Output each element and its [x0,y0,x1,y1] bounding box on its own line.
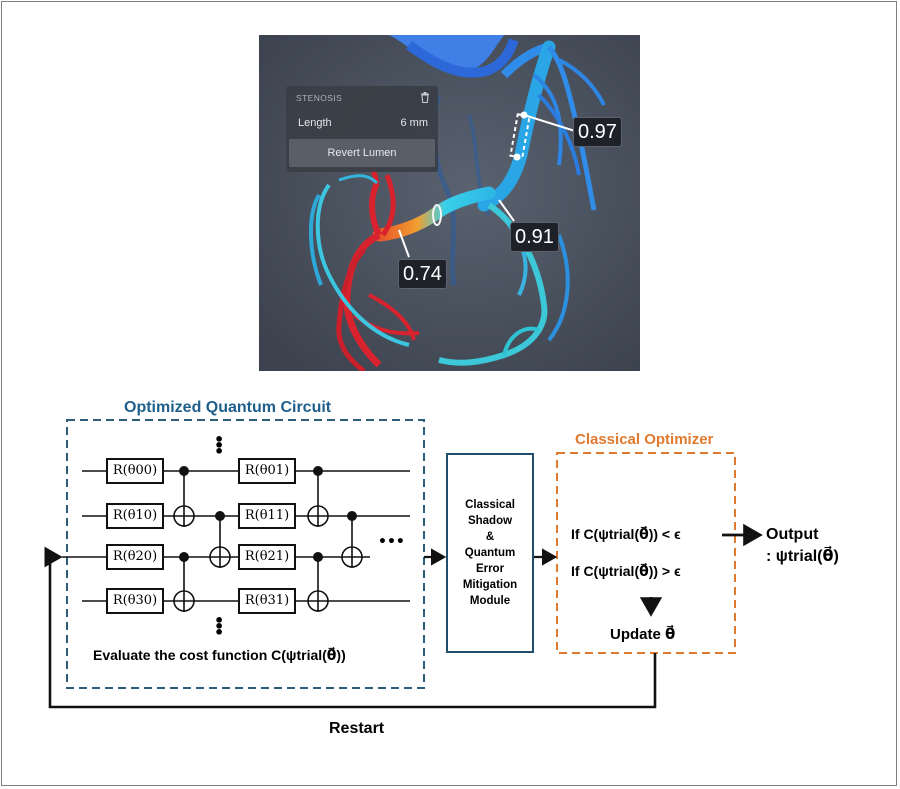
module-line: Shadow [467,515,513,527]
rotation-gate: R(θ31) [238,588,296,614]
module-line: Quantum [464,547,516,559]
length-label: Length [298,117,332,129]
ffr-value-label: 0.91 [510,222,559,252]
rotation-gate: R(θ00) [106,458,164,484]
rotation-gate: R(θ20) [106,544,164,570]
ffr-value-label: 0.97 [573,117,622,147]
error-mitigation-module: Classical Shadow & Quantum Error Mitigat… [446,453,534,653]
cnot-controls [179,466,357,562]
ffr-value-label: 0.74 [398,259,447,289]
update-parameters-label: Update θ⃗ [610,626,676,643]
vertical-ellipsis: ••• [214,611,225,642]
rotation-gate: R(θ11) [238,503,296,529]
module-line: Classical [465,499,515,511]
vertical-ellipsis: ••• [214,430,225,461]
revert-lumen-button[interactable]: Revert Lumen [289,139,435,167]
module-line: Module [469,595,511,607]
rotation-gate: R(θ21) [238,544,296,570]
length-value: 6 mm [400,117,429,129]
condition-converged: If C(ψtrial(θ⃗)) < ϵ [571,526,681,542]
circuit-title: Optimized Quantum Circuit [124,399,332,416]
trash-icon[interactable] [420,92,430,103]
module-line: & [485,531,495,543]
rotation-gate: R(θ01) [238,458,296,484]
output-label: Output [766,526,819,543]
rotation-gate: R(θ30) [106,588,164,614]
restart-label: Restart [329,720,385,737]
cnot-gates [173,471,363,612]
stenosis-panel: STENOSIS Length 6 mm Revert Lumen [286,86,438,172]
module-line: Error [475,563,505,575]
output-block: Output : ψtrial(θ⃗) [766,524,839,568]
stenosis-panel-header: STENOSIS [296,93,343,103]
module-line: Mitigation [462,579,518,591]
rotation-gate: R(θ10) [106,503,164,529]
condition-not-converged: If C(ψtrial(θ⃗)) > ϵ [571,563,681,579]
output-value: : ψtrial(θ⃗) [766,548,839,565]
horizontal-ellipsis: ••• [378,534,405,550]
optimizer-title: Classical Optimizer [575,431,714,448]
cost-function-label: Evaluate the cost function C(ψtrial(θ⃗)) [93,647,346,663]
